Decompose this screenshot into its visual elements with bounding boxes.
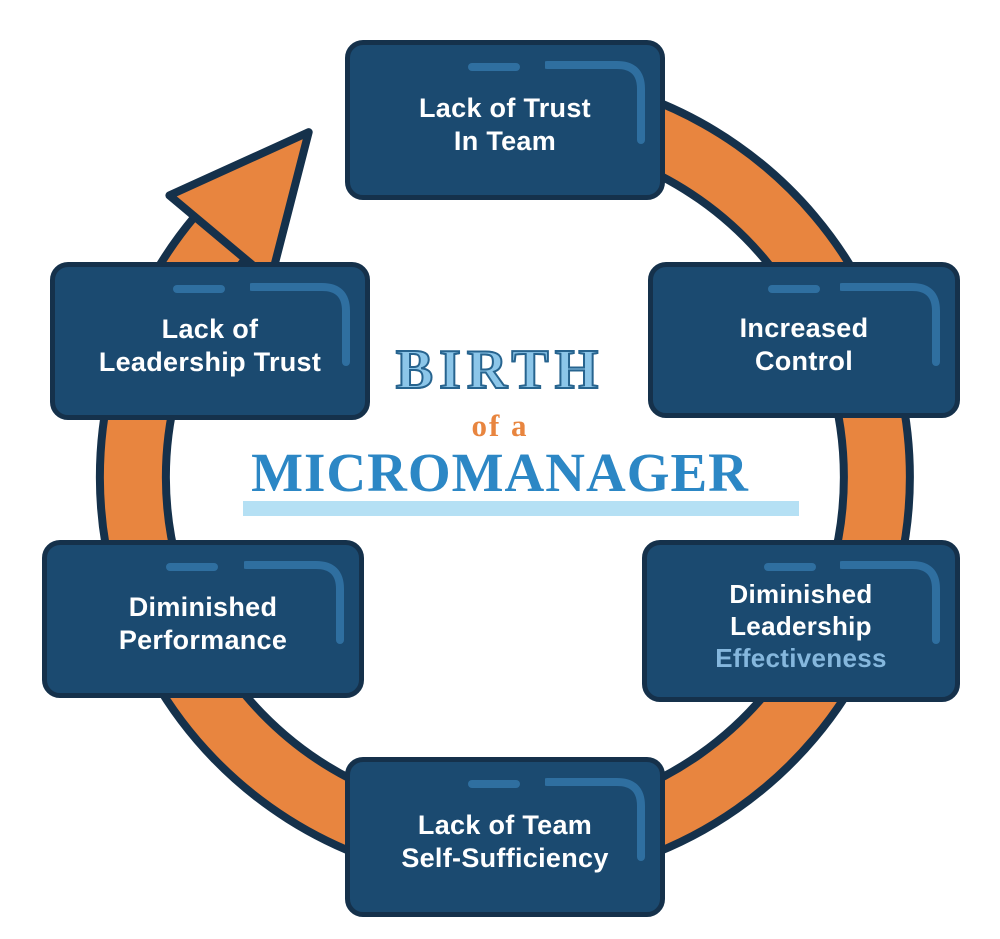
box-label-line: Increased (739, 312, 869, 343)
box-accent-corner-icon (244, 561, 344, 644)
box-label-line: Performance (118, 625, 288, 655)
box-label: Diminished Leadership Effectiveness (715, 568, 887, 675)
box-accent-dash-icon (764, 563, 817, 571)
box-accent-dash-icon (165, 563, 218, 571)
cycle-arrowhead-icon (165, 128, 313, 285)
box-accent-dash-icon (467, 63, 520, 71)
box-label-line: Control (754, 346, 854, 376)
box-accent-dash-icon (767, 285, 820, 293)
title-micromanager: MICROMANAGER (251, 442, 749, 503)
box-label: Lack of Trust In Team (419, 82, 591, 159)
box-accent-corner-icon (545, 61, 645, 144)
title-birth: BIRTH (395, 338, 605, 402)
box-label-line: In Team (453, 126, 557, 156)
box-label-line: Diminished (128, 591, 278, 622)
box-accent-corner-icon (250, 283, 350, 366)
title-of-a: of a (471, 408, 529, 443)
box-label-line: Lack of (161, 313, 259, 344)
cycle-box-increased-control: Increased Control (648, 262, 960, 418)
box-accent-corner-icon (840, 283, 940, 366)
box-label: Increased Control (740, 302, 869, 379)
box-label-line: Lack of Trust (419, 92, 591, 123)
box-label-line: Leadership Trust (98, 347, 322, 377)
box-label: Diminished Performance (119, 581, 287, 658)
cycle-box-lack-of-team-self-sufficiency: Lack of Team Self-Sufficiency (345, 757, 665, 917)
cycle-box-diminished-leadership-effectiveness: Diminished Leadership Effectiveness (642, 540, 960, 702)
box-label: Lack of Team Self-Sufficiency (401, 799, 608, 876)
box-accent-corner-icon (840, 561, 940, 644)
box-label-line: Leadership (730, 610, 872, 641)
box-label-line: Lack of Team (417, 809, 593, 840)
cycle-box-lack-of-leadership-trust: Lack of Leadership Trust (50, 262, 370, 420)
box-accent-dash-icon (467, 780, 520, 788)
box-label-line: Self-Sufficiency (401, 843, 609, 873)
box-accent-corner-icon (545, 778, 645, 861)
box-label: Lack of Leadership Trust (99, 303, 321, 380)
box-accent-dash-icon (172, 285, 225, 293)
box-label-line: Diminished (729, 578, 873, 609)
cycle-box-lack-of-trust-in-team: Lack of Trust In Team (345, 40, 665, 200)
title-underline-bar (243, 501, 799, 516)
cycle-box-diminished-performance: Diminished Performance (42, 540, 364, 698)
box-label-line-highlight: Effectiveness (715, 643, 887, 674)
